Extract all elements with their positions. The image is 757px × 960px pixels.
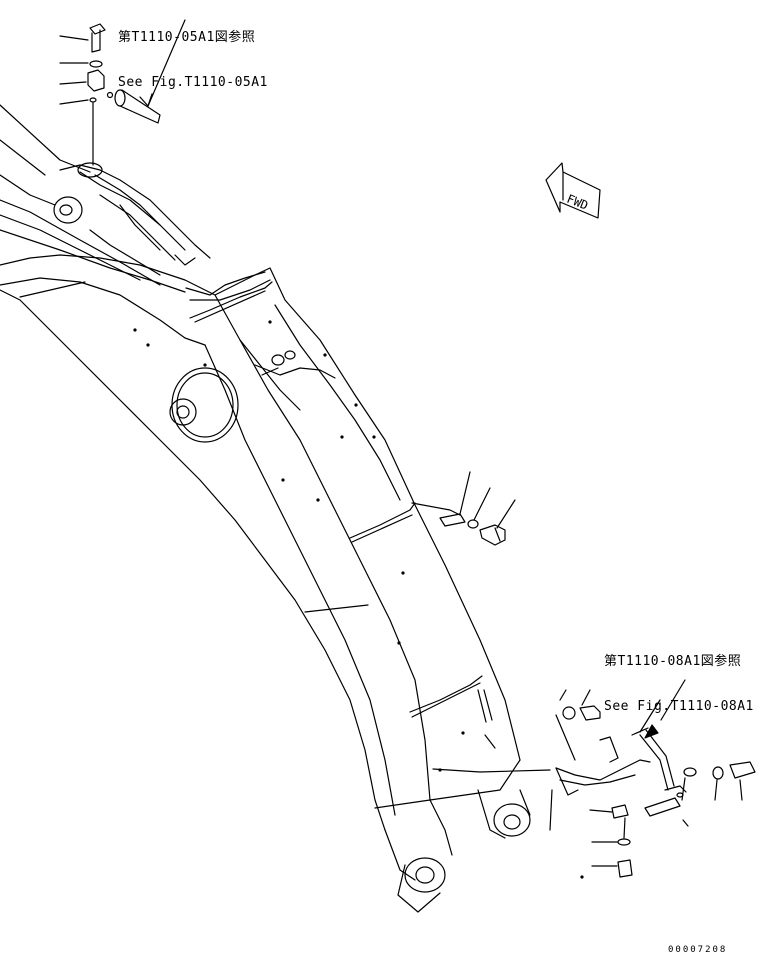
reference-top-en: See Fig.T1110-05A1 <box>118 75 268 90</box>
fwd-direction-marker <box>545 162 601 219</box>
reference-note-bottom: 第T1110-08A1図参照 See Fig.T1110-08A1 <box>604 624 754 729</box>
boom-bolt-holes <box>133 320 465 772</box>
lower-fitting-assembly <box>432 679 756 879</box>
reference-top-jp: 第T1110-05A1図参照 <box>118 30 256 45</box>
reference-note-top: 第T1110-05A1図参照 See Fig.T1110-05A1 <box>118 0 268 105</box>
boom-body <box>0 254 531 913</box>
mid-clamp-assembly <box>411 471 516 546</box>
upper-arm-section <box>0 104 271 301</box>
reference-bottom-jp: 第T1110-08A1図参照 <box>604 654 742 669</box>
boom-cylinder-boss <box>169 339 336 443</box>
grease-line-brackets <box>189 281 496 749</box>
drawing-number: 00007208 <box>668 945 728 955</box>
reference-bottom-en: See Fig.T1110-08A1 <box>604 699 754 714</box>
top-fastener-stack <box>59 19 186 166</box>
